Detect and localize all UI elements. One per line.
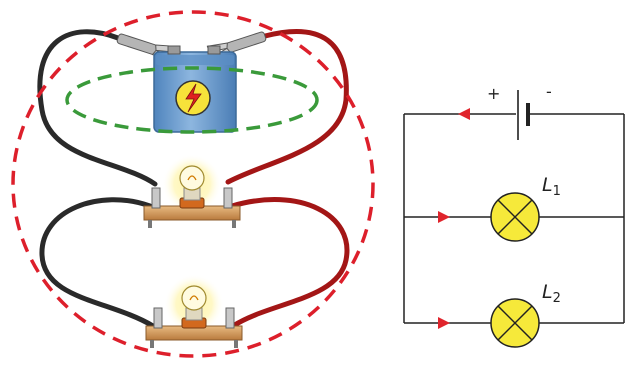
lamp2-symbol [490, 298, 540, 348]
battery-loop-highlight [65, 66, 319, 134]
outer-loop-highlight [11, 10, 375, 358]
lamp1-label-letter: L [542, 174, 553, 196]
black-wire-battery-to-lamp1 [37, 29, 158, 187]
bulb2-icon [181, 285, 207, 311]
battery [153, 45, 237, 133]
red-wire-lamp1-to-lamp2 [229, 197, 350, 329]
bulb1-icon [179, 165, 205, 191]
current-arrows [438, 108, 470, 329]
lamp1-label: L1 [542, 174, 561, 199]
battery-minus-label: - [546, 82, 552, 101]
lamp2-label-letter: L [542, 281, 553, 303]
lamp1-symbol [490, 192, 540, 242]
battery-plus-label: + [487, 84, 501, 103]
arrow-branch2-icon [438, 317, 450, 329]
lamp1-assembly [143, 154, 241, 228]
red-wire-battery-to-lamp1 [225, 29, 349, 185]
arrow-branch1-icon [438, 211, 450, 223]
lamp2-assembly [145, 274, 243, 348]
black-wire-lamp1-to-lamp2 [39, 197, 156, 329]
lamp1-label-subscript: 1 [552, 184, 561, 199]
arrow-top-icon [458, 108, 470, 120]
battery-symbol [517, 90, 530, 140]
lamp2-label: L2 [542, 281, 561, 306]
lamp2-label-subscript: 2 [552, 291, 561, 306]
wires [37, 29, 350, 329]
